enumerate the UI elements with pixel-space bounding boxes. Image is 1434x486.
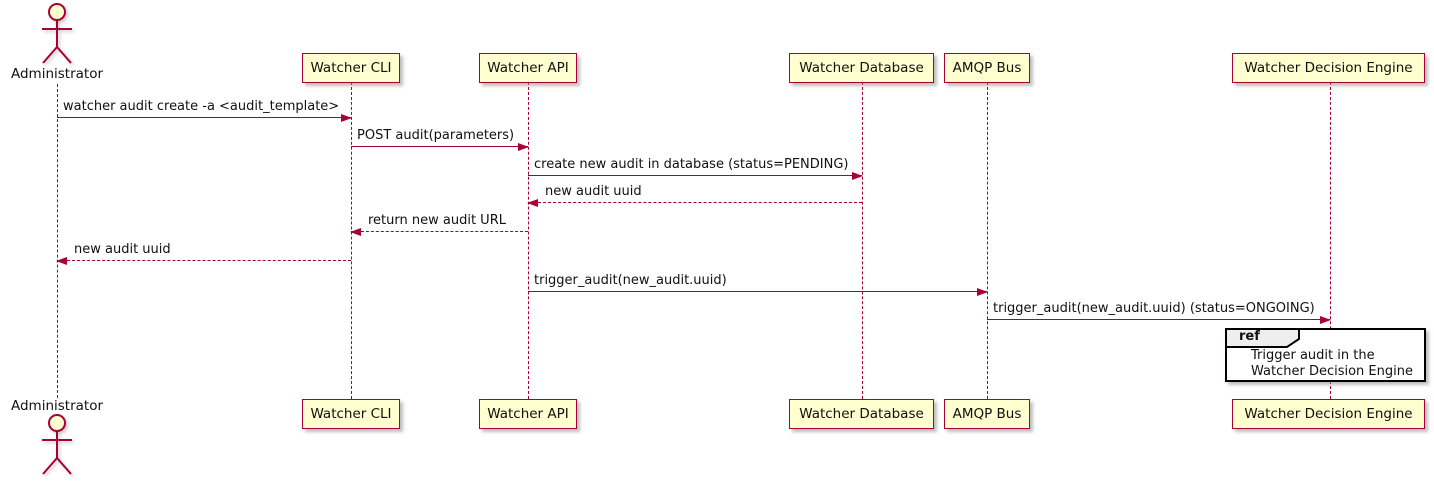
participant-top-watcher-api: Watcher API bbox=[479, 53, 577, 83]
message-line bbox=[528, 291, 987, 292]
message-post-audit-label: POST audit(parameters) bbox=[357, 128, 515, 143]
participant-top-watcher-cli: Watcher CLI bbox=[302, 53, 400, 83]
participant-bottom-watcher-api: Watcher API bbox=[479, 399, 577, 429]
message-create-audit-db: create new audit in database (status=PEN… bbox=[528, 156, 863, 180]
actor-figure-icon bbox=[42, 3, 72, 64]
arrowhead-right-icon bbox=[1320, 316, 1331, 324]
message-line bbox=[528, 202, 862, 203]
participant-bottom-watcher-decision-engine: Watcher Decision Engine bbox=[1232, 399, 1425, 429]
actor-label-bottom: Administrator bbox=[10, 398, 104, 414]
message-trigger-audit: trigger_audit(new_audit.uuid) bbox=[528, 272, 988, 296]
message-post-audit: POST audit(parameters) bbox=[351, 127, 529, 151]
message-line bbox=[57, 117, 351, 118]
participant-bottom-watcher-cli: Watcher CLI bbox=[302, 399, 400, 429]
ref-content: Trigger audit in the Watcher Decision En… bbox=[1251, 348, 1413, 380]
lifeline-administrator bbox=[57, 84, 58, 398]
message-line bbox=[57, 260, 351, 261]
message-new-audit-uuid-admin-label: new audit uuid bbox=[74, 242, 171, 257]
arrowhead-right-icon bbox=[852, 172, 863, 180]
lifeline-watcher-api bbox=[528, 82, 529, 399]
actor-figure-icon bbox=[42, 414, 72, 475]
message-trigger-audit-label: trigger_audit(new_audit.uuid) bbox=[534, 273, 727, 288]
message-trigger-audit-ongoing: trigger_audit(new_audit.uuid) (status=ON… bbox=[987, 300, 1331, 324]
participant-top-watcher-database: Watcher Database bbox=[789, 53, 934, 83]
message-line bbox=[528, 175, 862, 176]
message-line bbox=[987, 319, 1330, 320]
lifeline-watcher-cli bbox=[351, 82, 352, 399]
ref-content-line: Watcher Decision Engine bbox=[1251, 364, 1413, 379]
participant-bottom-watcher-database: Watcher Database bbox=[789, 399, 934, 429]
message-line bbox=[351, 231, 528, 232]
message-audit-create: watcher audit create -a <audit_template> bbox=[57, 98, 352, 122]
ref-tag-shape-icon bbox=[1225, 328, 1300, 348]
ref-content-line: Trigger audit in the bbox=[1251, 348, 1375, 363]
ref-fragment: ref Trigger audit in the Watcher Decisio… bbox=[1225, 328, 1426, 382]
arrowhead-left-icon bbox=[350, 228, 361, 236]
actor-label-top: Administrator bbox=[10, 66, 104, 82]
arrowhead-right-icon bbox=[518, 143, 529, 151]
message-return-audit-url: return new audit URL bbox=[350, 212, 528, 236]
message-new-audit-uuid-return-label: new audit uuid bbox=[545, 184, 642, 199]
message-return-audit-url-label: return new audit URL bbox=[368, 213, 506, 228]
message-create-audit-db-label: create new audit in database (status=PEN… bbox=[534, 157, 849, 172]
ref-tag: ref bbox=[1225, 328, 1301, 349]
arrowhead-right-icon bbox=[977, 288, 988, 296]
message-trigger-audit-ongoing-label: trigger_audit(new_audit.uuid) (status=ON… bbox=[993, 301, 1315, 316]
ref-tag-label: ref bbox=[1239, 329, 1260, 344]
arrowhead-right-icon bbox=[341, 114, 352, 122]
lifeline-watcher-decision-engine bbox=[1330, 82, 1331, 399]
message-line bbox=[351, 146, 528, 147]
lifeline-watcher-database bbox=[862, 82, 863, 399]
lifeline-amqp-bus bbox=[987, 82, 988, 399]
participant-top-amqp-bus: AMQP Bus bbox=[944, 53, 1030, 83]
message-audit-create-label: watcher audit create -a <audit_template> bbox=[63, 99, 340, 114]
participant-bottom-amqp-bus: AMQP Bus bbox=[944, 399, 1030, 429]
arrowhead-left-icon bbox=[56, 257, 67, 265]
arrowhead-left-icon bbox=[527, 199, 538, 207]
message-new-audit-uuid-return: new audit uuid bbox=[527, 183, 862, 207]
message-new-audit-uuid-admin: new audit uuid bbox=[56, 241, 351, 265]
participant-top-watcher-decision-engine: Watcher Decision Engine bbox=[1232, 53, 1425, 83]
